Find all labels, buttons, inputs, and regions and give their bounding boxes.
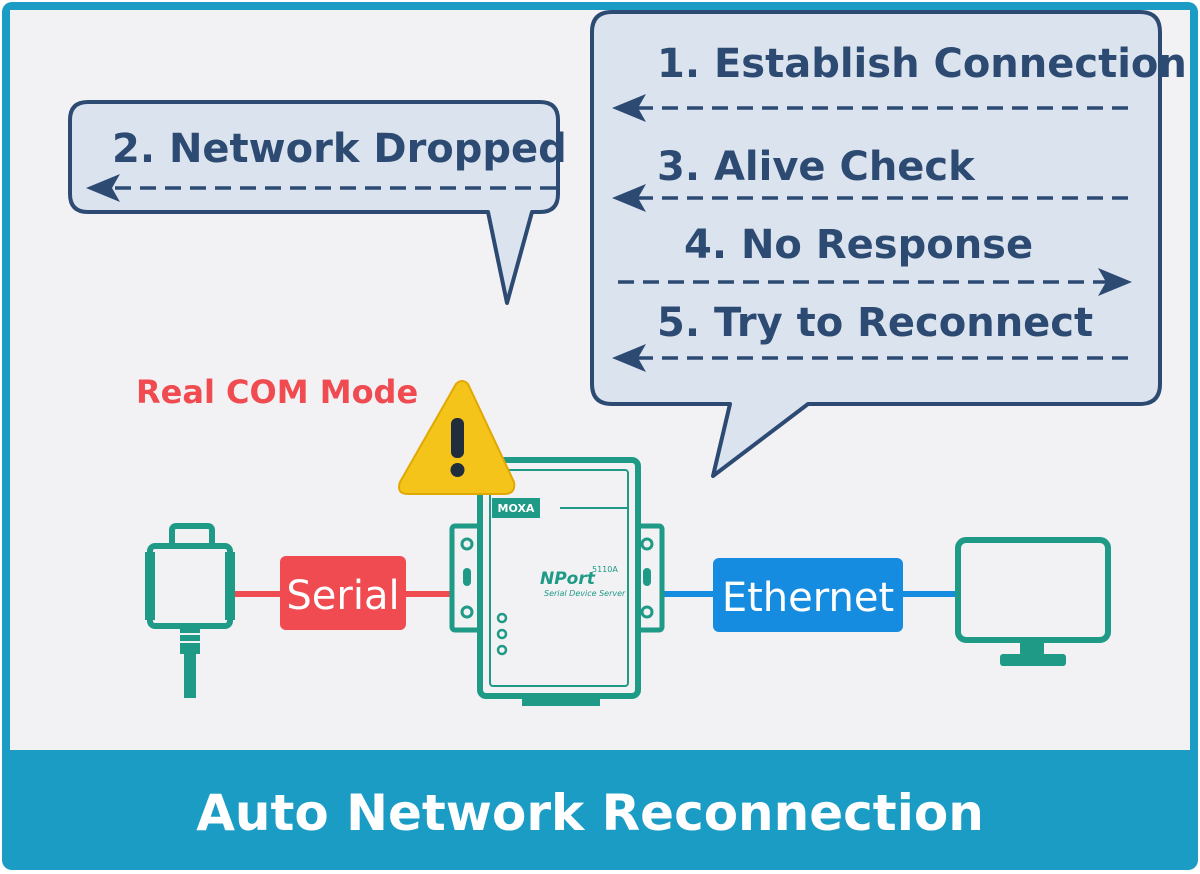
banner-title: Auto Network Reconnection bbox=[196, 784, 984, 842]
serial-link-badge: Serial bbox=[280, 556, 406, 630]
step-5-label: 5. Try to Reconnect bbox=[657, 300, 1093, 346]
connection-steps-bubble: 1. Establish Connection 3. Alive Check 4… bbox=[590, 10, 1187, 478]
arrow-left-icon bbox=[612, 184, 646, 212]
arrow-left-icon bbox=[612, 94, 646, 122]
arrow-left-icon bbox=[612, 344, 646, 372]
step-4-label: 4. No Response bbox=[684, 222, 1033, 268]
step-2-label: 2. Network Dropped bbox=[112, 126, 567, 172]
step-3-label: 3. Alive Check bbox=[657, 144, 976, 190]
ethernet-link-badge: Ethernet bbox=[713, 558, 903, 632]
serial-connector-icon bbox=[145, 523, 235, 698]
network-dropped-bubble: 2. Network Dropped bbox=[68, 100, 567, 305]
warning-icon bbox=[398, 380, 516, 495]
real-com-mode-label: Real COM Mode bbox=[136, 373, 418, 411]
device-model-number: 5110A bbox=[592, 565, 618, 574]
monitor-icon bbox=[955, 537, 1111, 666]
step-1-label: 1. Establish Connection bbox=[657, 41, 1187, 87]
ethernet-label: Ethernet bbox=[722, 575, 894, 621]
arrow-left-icon bbox=[86, 174, 120, 202]
device-server-icon: MOXA NPort 5110A Serial Device Server bbox=[449, 457, 665, 706]
device-model: NPort bbox=[540, 569, 596, 589]
serial-label: Serial bbox=[286, 573, 399, 619]
device-brand: MOXA bbox=[498, 502, 535, 515]
arrow-right-icon bbox=[1098, 268, 1132, 296]
device-subtitle: Serial Device Server bbox=[544, 589, 626, 598]
